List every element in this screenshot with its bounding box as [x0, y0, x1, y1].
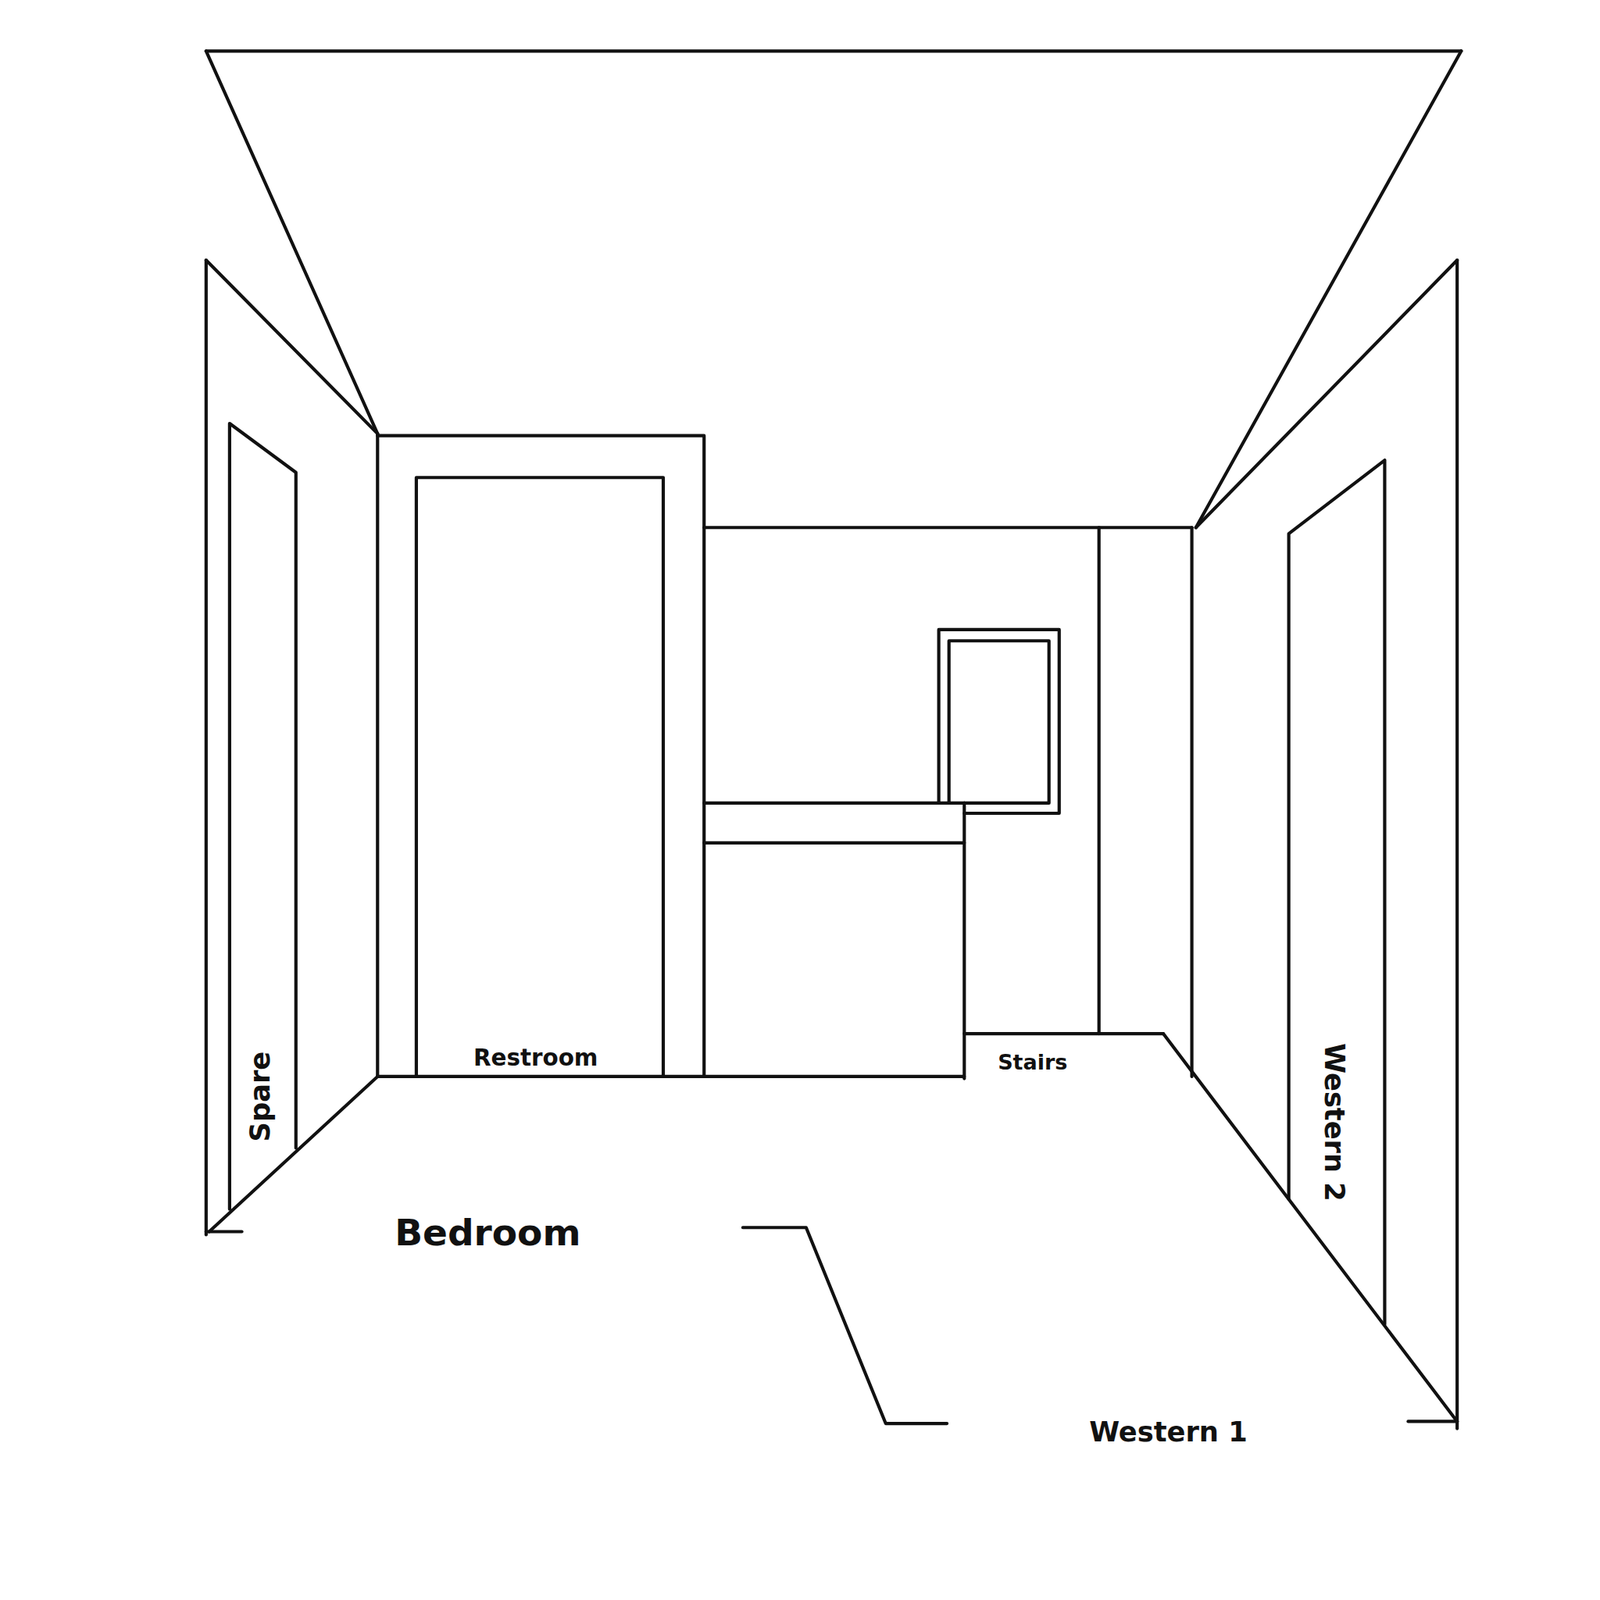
area-label: Stairs — [997, 1051, 1068, 1073]
door-label: Western 2 — [1321, 1042, 1349, 1202]
room-label: Western 1 — [1089, 1417, 1248, 1446]
door-label: Restroom — [473, 1046, 599, 1070]
door-label: Spare — [246, 1051, 274, 1143]
room-label: Bedroom — [394, 1214, 581, 1251]
